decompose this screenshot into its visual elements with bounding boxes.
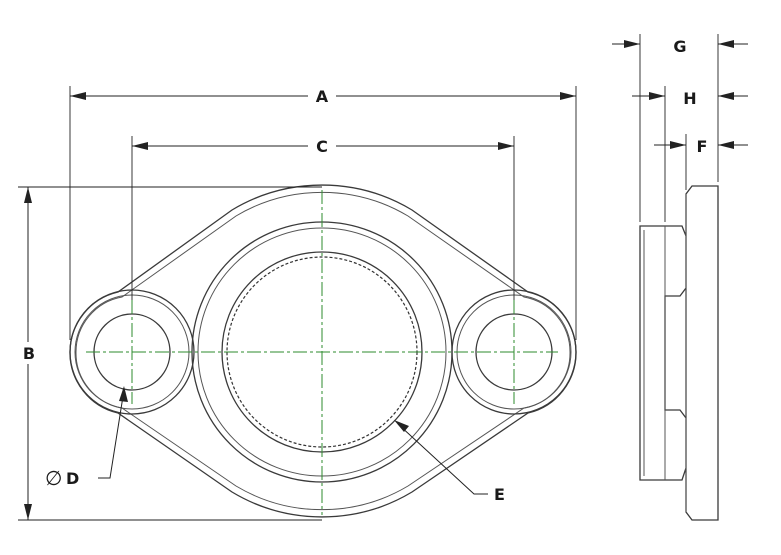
front-view-dimensions: A C B ∅ D E: [18, 86, 577, 521]
dimension-d-symbol: ∅: [45, 466, 62, 490]
side-view-profile: [639, 185, 719, 521]
dimension-c-label: C: [316, 137, 328, 156]
dimension-h-label: H: [683, 89, 696, 108]
side-view: [639, 185, 719, 521]
dimension-e-leader: [397, 423, 488, 495]
dimension-b-label: B: [23, 344, 35, 363]
dimension-g-label: G: [673, 37, 686, 56]
flange-outer-outline: [69, 184, 577, 518]
dimension-f-label: F: [697, 137, 708, 156]
dimension-e-label: E: [494, 485, 505, 504]
dimension-a-label: A: [316, 87, 329, 106]
front-view: [69, 184, 577, 518]
side-view-dimensions: G H F: [612, 34, 748, 222]
dimension-d-label: D: [66, 469, 79, 488]
flange-inner-outline: [75, 191, 571, 511]
dimension-d-leader: [98, 389, 125, 479]
